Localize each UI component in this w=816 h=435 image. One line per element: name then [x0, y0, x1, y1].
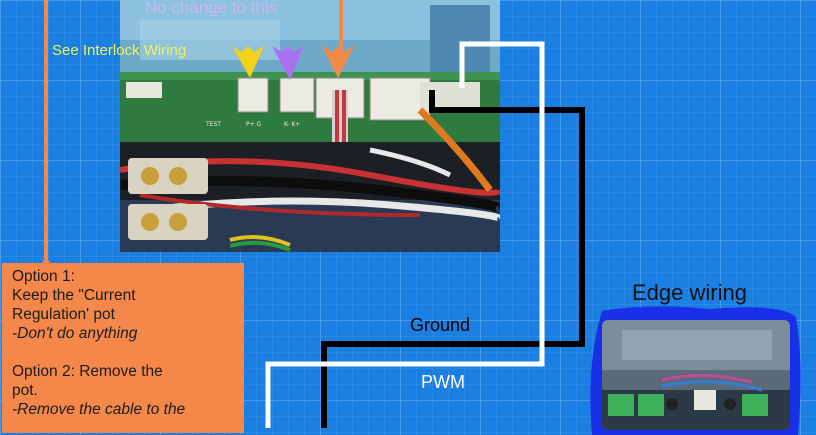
option1-note: -Don't do anything: [12, 325, 138, 342]
option2-note: -Remove the cable to the: [12, 401, 186, 418]
no-change-label: No change to this: [145, 0, 278, 17]
ground-label: Ground: [410, 315, 471, 335]
edge-wiring-title: Edge wiring: [632, 280, 747, 305]
option1-title: Option 1:: [12, 268, 75, 285]
pwm-label: PWM: [421, 372, 465, 392]
silkscreen-test: TEST: [205, 121, 221, 128]
option2-line2: pot.: [12, 382, 38, 399]
options-spacer: [12, 343, 244, 362]
option2-line1: Option 2: Remove the: [12, 363, 163, 380]
yellow-arrow-icon: [232, 46, 264, 78]
option1-line2: Regulation' pot: [12, 306, 115, 323]
edge-wiring-photo: [602, 320, 790, 430]
interlock-wiring-label: See Interlock Wiring: [52, 42, 187, 59]
purple-arrow-icon: [272, 46, 304, 80]
orange-arrow-icon: [322, 46, 354, 78]
pwm-wire: [265, 41, 545, 428]
options-box: Option 1: Keep the "Current Regulation' …: [2, 263, 244, 433]
ground-wire: [321, 90, 585, 428]
silkscreen-pg: P+ G: [246, 121, 262, 128]
option1-line1: Keep the "Current: [12, 287, 136, 304]
silkscreen-k: K- K+: [284, 121, 300, 128]
